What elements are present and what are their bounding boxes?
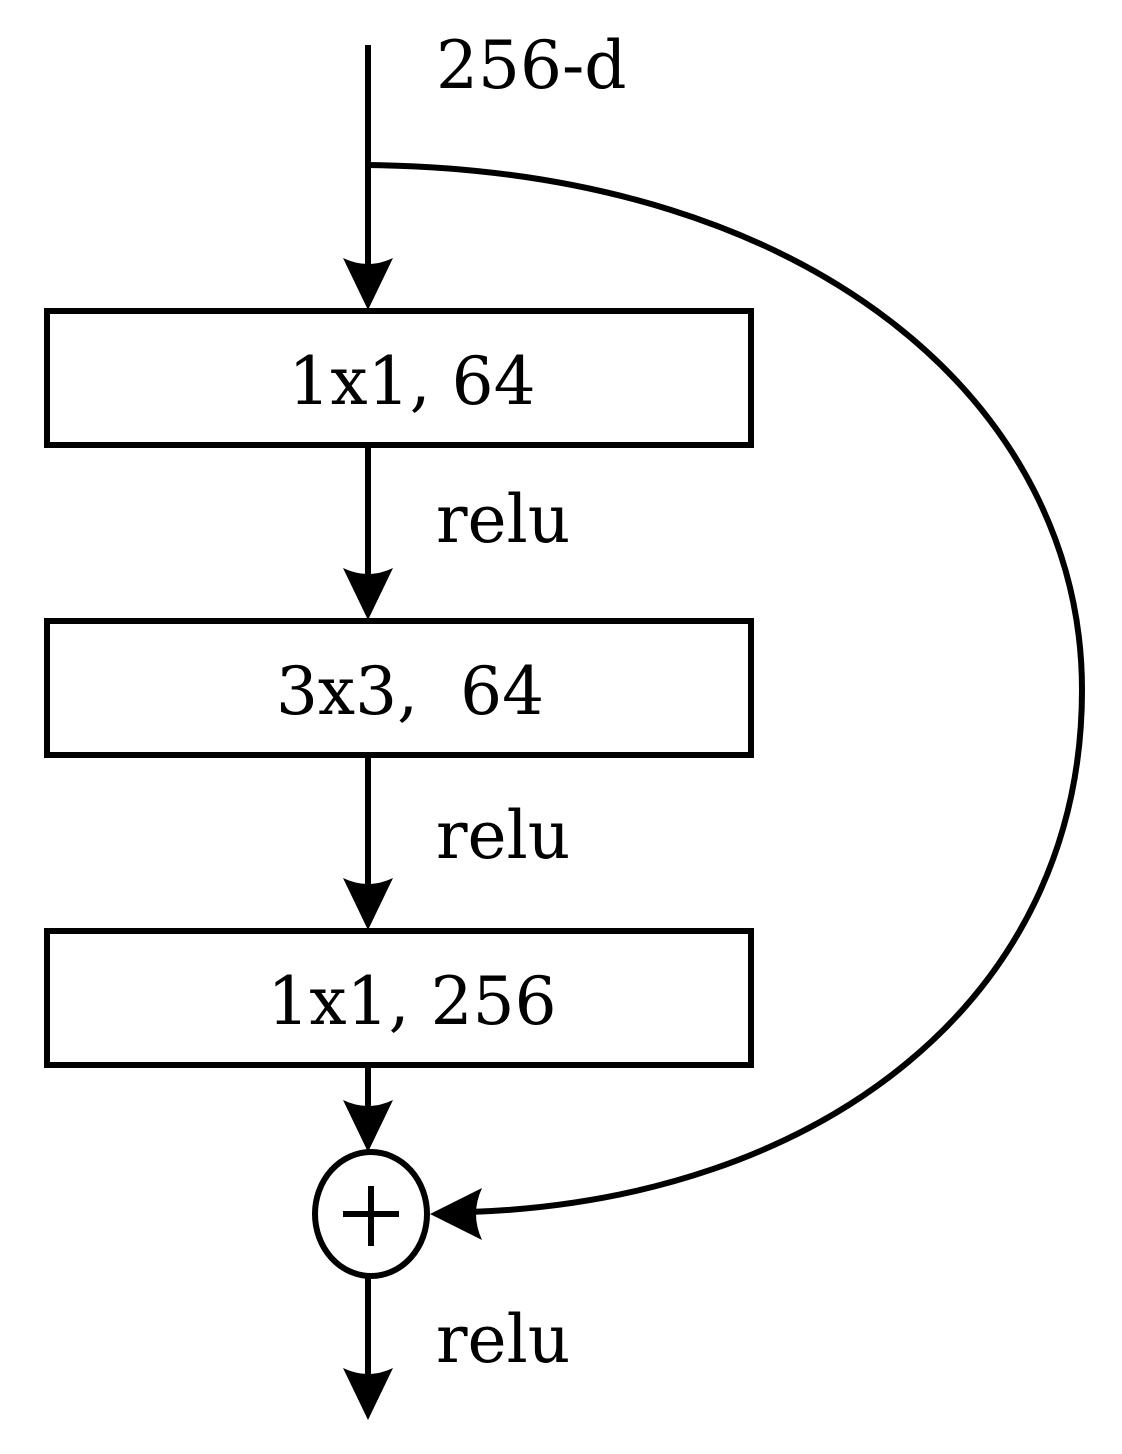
conv-block-1	[44, 308, 754, 448]
input-dimension-label: 256-d	[436, 27, 627, 104]
conv-block-3	[44, 928, 754, 1068]
activation-label-3: relu	[436, 1301, 570, 1378]
conv-block-2	[44, 618, 754, 758]
activation-label-1: relu	[436, 481, 570, 558]
conv-block-3-label: 1x1, 256	[267, 963, 556, 1040]
arrowhead-into-block-2	[343, 568, 393, 620]
shortcut-connection	[367, 162, 1086, 1215]
conv-block-1-label: 1x1, 64	[288, 343, 535, 420]
arrowhead-shortcut-into-sum	[430, 1188, 482, 1240]
output-arrowhead	[343, 1368, 393, 1420]
arrowhead-into-block-3	[343, 878, 393, 930]
arrowhead-into-block-1	[343, 258, 393, 310]
arrowhead-into-sum	[343, 1100, 393, 1152]
activation-label-2: relu	[436, 797, 570, 874]
conv-block-2-label: 3x3, 64	[276, 653, 544, 730]
plus-icon	[343, 1186, 399, 1246]
